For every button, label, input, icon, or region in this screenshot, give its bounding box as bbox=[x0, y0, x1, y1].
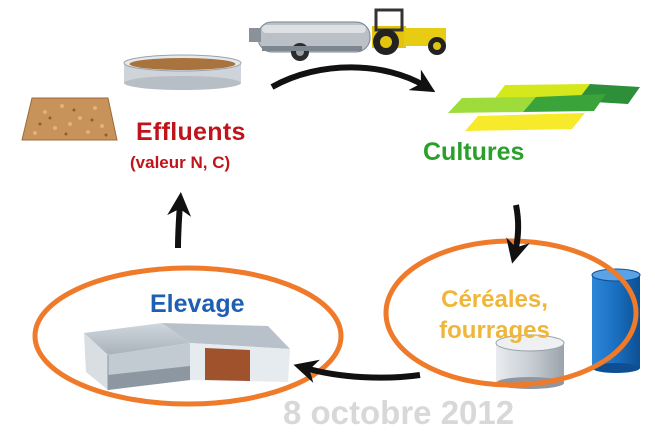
cereales-label: Céréales, fourrages bbox=[439, 286, 550, 344]
barn-icon bbox=[84, 323, 290, 390]
manure-heap-icon bbox=[21, 97, 118, 141]
elevage-label: Elevage bbox=[150, 290, 245, 318]
elevage-highlight-ellipse bbox=[32, 265, 344, 407]
arrow-elevage-to-effluents bbox=[167, 192, 192, 249]
cultures-label: Cultures bbox=[423, 138, 525, 166]
effluents-sublabel: (valeur N, C) bbox=[130, 153, 231, 172]
slurry-pit-icon bbox=[123, 54, 242, 90]
effluents-label: Effluents bbox=[136, 118, 246, 146]
arrow-cultures-to-cereales bbox=[506, 204, 530, 264]
cycle-diagram bbox=[21, 8, 641, 407]
arrow-effluents-to-cultures bbox=[270, 64, 436, 93]
arrow-cereales-to-elevage bbox=[293, 359, 421, 383]
field-plots-icon bbox=[448, 84, 640, 131]
tractor-tanker-icon bbox=[249, 8, 446, 61]
footer-date: 8 octobre 2012 bbox=[283, 394, 515, 431]
